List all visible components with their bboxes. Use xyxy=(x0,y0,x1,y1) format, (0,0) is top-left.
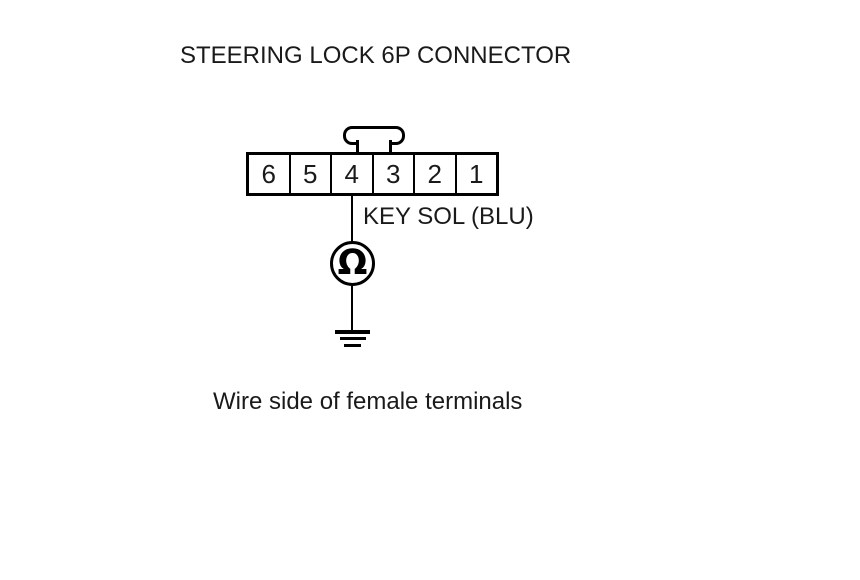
ohm-symbol: Ω xyxy=(337,243,368,283)
diagram-caption: Wire side of female terminals xyxy=(213,388,523,415)
pin-cell-5: 5 xyxy=(288,155,331,193)
pin-cell-6: 6 xyxy=(261,159,276,189)
connector-lock-tab-stem xyxy=(356,140,392,152)
wire-label: KEY SOL (BLU) xyxy=(363,203,534,230)
diagram-title: STEERING LOCK 6P CONNECTOR xyxy=(180,42,572,69)
pin-cell-3: 3 xyxy=(371,155,414,193)
ground-icon xyxy=(335,330,370,334)
pin-cell-4: 4 xyxy=(330,155,372,193)
wire-segment-meter-to-ground xyxy=(351,286,353,331)
wire-segment-pin4-to-meter xyxy=(351,196,353,242)
pin-cell-1: 1 xyxy=(454,155,497,193)
ohmmeter-icon: Ω xyxy=(330,241,375,286)
pin-cell-2: 2 xyxy=(413,155,455,193)
ground-icon-bar-middle xyxy=(340,337,366,340)
ground-icon-bar-bottom xyxy=(344,344,361,347)
connector-housing: 6 5 4 3 2 1 xyxy=(246,152,499,196)
